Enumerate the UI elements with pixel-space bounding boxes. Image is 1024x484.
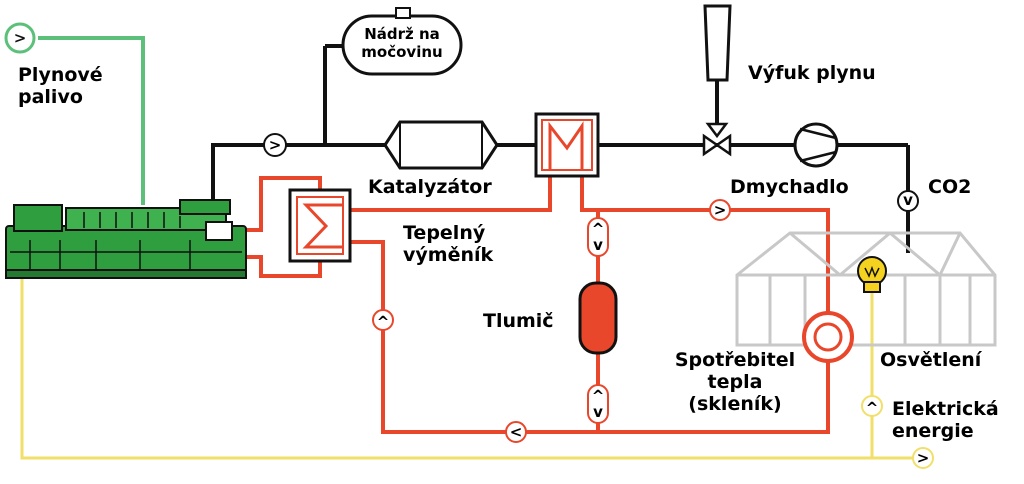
gas-fuel-line (38, 36, 145, 205)
electric-line (20, 278, 915, 460)
light-bulb-icon (857, 256, 887, 293)
exhaust-label: Výfuk plynu (748, 62, 876, 84)
exhaust-line (211, 44, 910, 253)
heat-exchanger-label: Tepelný výměník (403, 222, 494, 266)
gas-inlet-marker (4, 22, 36, 54)
urea-tank (341, 7, 463, 76)
return-flow-marker (505, 421, 527, 443)
co2-flow-marker (897, 190, 919, 212)
three-way-valve (702, 122, 732, 157)
muffler-top-marker (587, 217, 609, 257)
lighting-label: Osvětlení (880, 349, 982, 371)
blower-label: Dmychadlo (730, 176, 849, 198)
hot-water-flow-marker (709, 199, 731, 221)
engine-generator (5, 199, 247, 279)
catalyst (383, 120, 499, 170)
co2-flow-glyph: v (903, 191, 913, 209)
exhaust-stack (703, 4, 732, 82)
electric-energy-label: Elektrická energie (892, 398, 999, 442)
gas-fuel-label: Plynové palivo (18, 64, 103, 108)
gas-inlet-glyph: > (13, 29, 27, 47)
muffler-top-down-glyph: v (593, 236, 603, 254)
electric-out-marker (912, 447, 934, 469)
muffler-bottom-down-glyph: v (593, 403, 603, 421)
electric-up-marker (861, 395, 883, 417)
return-up-marker (372, 309, 394, 331)
electric-out-glyph: > (916, 449, 930, 467)
co2-label: CO2 (928, 176, 972, 198)
muffler-top-up-glyph: ^ (591, 220, 605, 238)
blower (793, 122, 839, 168)
heat-consumer-label: Spotřebitel tepla (skleník) (674, 349, 796, 415)
heat-consumer-icon (802, 311, 854, 363)
return-flow-glyph: < (509, 423, 523, 441)
exhaust-flow-marker (263, 133, 287, 157)
muffler-label: Tlumič (483, 310, 554, 332)
exhaust-flow-glyph: > (268, 136, 282, 154)
electric-up-glyph: ^ (865, 399, 879, 417)
return-up-glyph: ^ (376, 313, 390, 331)
exhaust-heat-exchanger (534, 112, 600, 178)
water-heat-exchanger (288, 188, 352, 263)
greenhouse (735, 231, 997, 347)
muffler-tank (578, 281, 618, 355)
hot-water-flow-glyph: > (713, 201, 727, 219)
muffler-bottom-up-glyph: ^ (591, 387, 605, 405)
urea-tank-label: Nádrž na močovinu (361, 25, 443, 61)
muffler-bottom-marker (587, 384, 609, 424)
catalyst-label: Katalyzátor (368, 176, 492, 198)
